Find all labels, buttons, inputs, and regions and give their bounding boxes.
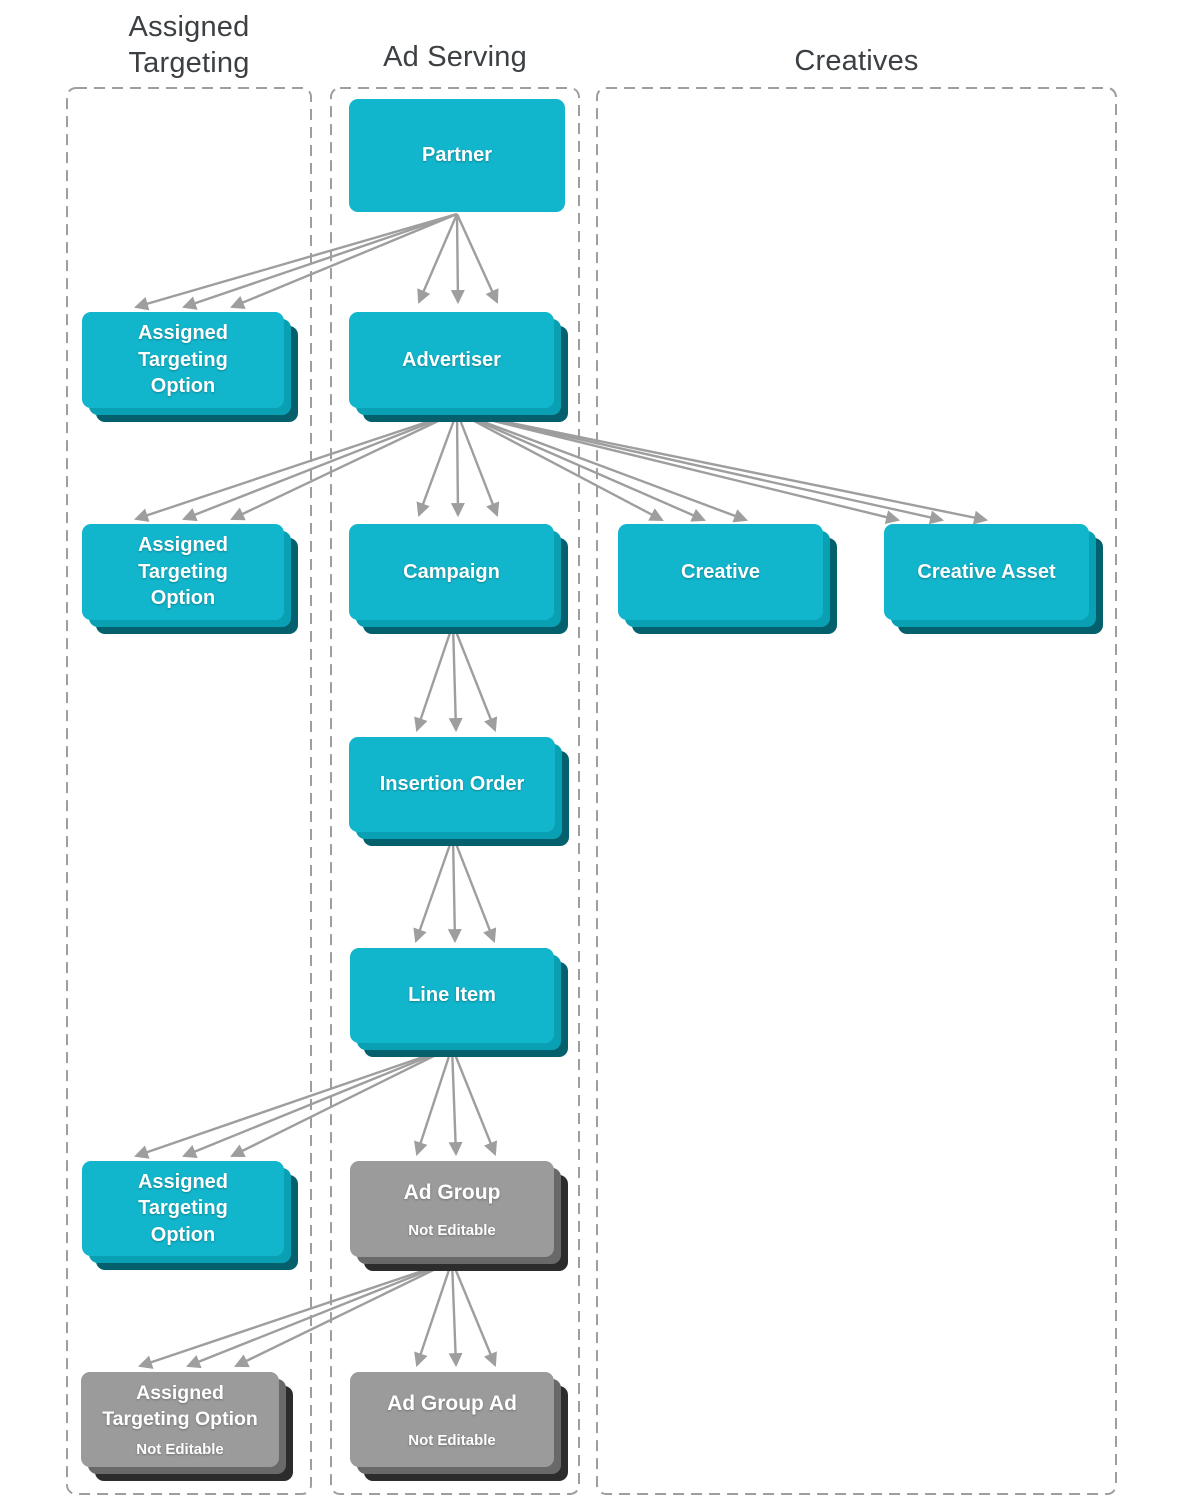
creatives-column-outline	[596, 87, 1117, 1495]
node-line-item: Line Item	[350, 948, 554, 1043]
node-assigned-targeting-option-4: Assigned Targeting Option Not Editable	[81, 1372, 279, 1467]
arrows-ad-group-to-assigned-targeting-option-4	[138, 1259, 453, 1369]
node-assigned-targeting-option-3-label: Assigned Targeting Option	[137, 1170, 229, 1246]
node-insertion-order-label: Insertion Order	[379, 773, 525, 796]
node-line-item-label: Line Item	[408, 984, 496, 1007]
arrows-advertiser-to-creative	[456, 410, 748, 523]
assigned-targeting-column-outline	[66, 87, 312, 1495]
arrows-partner-to-assigned-targeting-option-1	[133, 212, 458, 311]
node-assigned-targeting-option-1-label: Assigned Targeting Option	[137, 322, 229, 398]
node-creative-asset: Creative Asset	[884, 524, 1089, 620]
node-assigned-targeting-option-2: Assigned Targeting Option	[82, 524, 284, 620]
arrows-line-item-to-ad-group	[414, 1046, 498, 1157]
arrows-ad-group-to-ad-group-ad	[414, 1260, 497, 1368]
node-campaign: Campaign	[349, 524, 554, 620]
node-ad-group-ad-sublabel: Not Editable	[408, 1432, 496, 1450]
node-campaign-label: Campaign	[403, 560, 500, 583]
node-creative: Creative	[618, 524, 823, 620]
column-header-assigned-targeting: Assigned Targeting	[128, 11, 250, 80]
node-assigned-targeting-option-4-sublabel: Not Editable	[136, 1440, 224, 1458]
node-ad-group-ad: Ad Group Ad Not Editable	[350, 1372, 554, 1467]
arrows-partner-to-advertiser	[417, 213, 499, 305]
node-ad-group-label: Ad Group	[403, 1181, 501, 1205]
node-advertiser-label: Advertiser	[402, 348, 501, 371]
node-assigned-targeting-option-1: Assigned Targeting Option	[82, 312, 284, 408]
column-header-creatives: Creatives	[794, 45, 919, 77]
node-ad-group-sublabel: Not Editable	[408, 1221, 496, 1239]
arrows-campaign-to-insertion-order	[414, 623, 498, 733]
node-partner-label: Partner	[421, 144, 493, 167]
arrows-advertiser-to-assigned-targeting-option-2	[134, 410, 458, 522]
arrows-insertion-order-to-line-item	[413, 835, 497, 944]
node-advertiser: Advertiser	[349, 312, 554, 408]
node-creative-label: Creative	[681, 560, 760, 583]
node-ad-group: Ad Group Not Editable	[350, 1161, 554, 1257]
node-insertion-order: Insertion Order	[349, 737, 555, 832]
arrows-advertiser-to-campaign	[416, 411, 500, 518]
node-assigned-targeting-option-4-label: Assigned Targeting Option	[102, 1382, 258, 1430]
column-outlines	[66, 87, 1117, 1495]
arrows-advertiser-to-creative-asset	[456, 410, 989, 525]
node-partner: Partner	[349, 99, 565, 212]
node-ad-group-ad-label: Ad Group Ad	[387, 1391, 517, 1415]
column-header-ad-serving: Ad Serving	[383, 41, 527, 73]
arrows-line-item-to-assigned-targeting-option-3	[134, 1045, 453, 1159]
node-creative-asset-label: Creative Asset	[917, 560, 1056, 583]
node-assigned-targeting-option-3: Assigned Targeting Option	[82, 1161, 284, 1256]
node-assigned-targeting-option-2-label: Assigned Targeting Option	[137, 534, 229, 610]
